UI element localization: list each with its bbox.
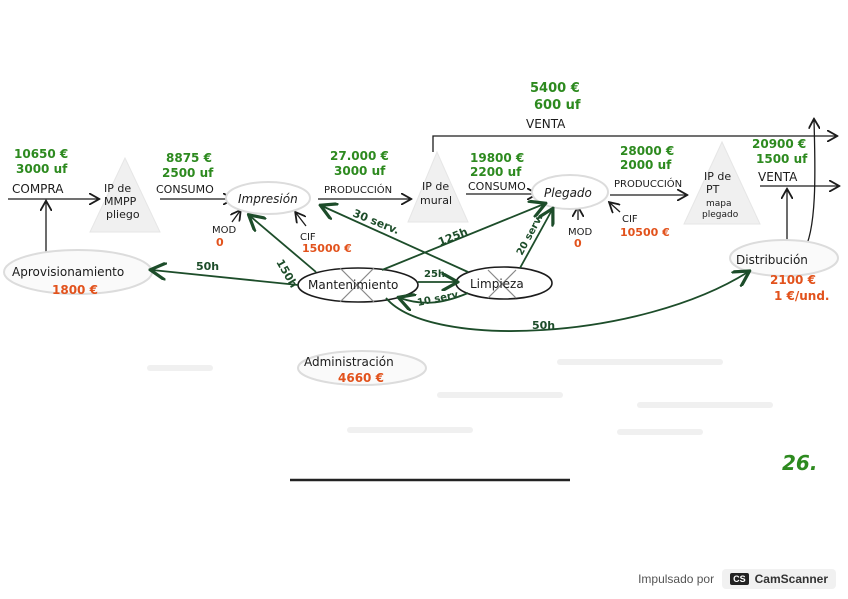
arrow-limp-mant [400,292,469,303]
cross-out-marks [339,267,517,303]
ip-mmpp-line2: MMPP [104,195,137,208]
consumo2-label: CONSUMO [468,180,526,193]
consumo2-amount: 19800 € [470,151,524,165]
venta1-amount: 5400 € [530,81,580,96]
ip-mural-line1: IP de [422,180,449,193]
label-mant-limpieza: 25h [424,269,445,280]
administracion-cost: 4660 € [338,371,384,385]
arrow-limp-impresion [322,206,469,273]
compra-amount: 10650 € [14,147,68,161]
ip-mmpp-line1: IP de [104,182,131,195]
plegado-label: Plegado [544,186,592,200]
produccion1-amount: 27.000 € [330,149,389,163]
distribucion-unit-cost: 1 €/und. [774,289,830,303]
label-limp-mant: 10 serv. [416,289,462,309]
arrow-mant-aprov [152,270,299,286]
camscanner-logo-icon: CS [730,573,749,585]
label-mant-aprov: 50h [196,260,219,273]
ellipse-administracion [297,350,427,386]
cif2-label: CIF [622,214,638,225]
consumo2-qty: 2200 uf [470,165,522,179]
ip-mmpp-line3: pliego [106,208,140,221]
produccion1-label: PRODUCCIÓN [324,183,392,196]
consumo1-qty: 2500 uf [162,166,214,180]
scan-bleed [147,359,773,435]
mantenimiento-label: Mantenimiento [308,278,398,292]
mod1-value: 0 [216,236,224,249]
produccion2-label: PRODUCCIÓN [614,177,682,190]
triangle-ip-mmpp [89,156,161,233]
triangle-ip-mural [407,150,469,223]
compra-qty: 3000 uf [16,162,68,176]
consumo1-label: CONSUMO [156,183,214,196]
impresion-label: Impresión [238,192,298,206]
department-ellipses [3,174,839,386]
mod2-label: MOD [568,227,592,238]
administracion-label: Administración [304,355,394,369]
ip-pt-line4: plegado [702,210,739,220]
ellipse-distribucion [729,239,839,277]
venta2-amount: 20900 € [752,137,806,151]
distribucion-cost: 2100 € [770,273,816,287]
venta2-label: VENTA [758,170,798,184]
cif1-value: 15000 € [302,242,352,255]
consumo1-amount: 8875 € [166,151,212,165]
limpieza-label: Limpieza [470,277,524,291]
aprovisionamiento-label: Aprovisionamiento [12,265,124,279]
ellipse-plegado [531,174,609,210]
ellipse-impresion [225,181,311,215]
ip-pt-line1: IP de [704,170,731,183]
triangle-ip-pt [683,140,761,225]
mod2-value: 0 [574,237,582,250]
venta2-qty: 1500 uf [756,152,808,166]
page-number: 26. [782,451,817,475]
label-mant-ipmural: 125h [436,225,469,249]
venta1-label: VENTA [526,117,566,131]
compra-label: COMPRA [12,182,64,196]
distribucion-label: Distribución [736,253,808,267]
arrow-mant-ipmural [381,204,544,271]
cif1-label: CIF [300,232,316,243]
cif2-value: 10500 € [620,226,670,239]
ip-pt-line3: mapa [706,199,732,209]
arrow-limp-plegado [519,210,552,269]
allocation-arrows [152,204,748,332]
produccion1-qty: 3000 uf [334,164,386,178]
footer-prefix: Impulsado por [638,572,715,586]
arrow-mant-impresion [250,216,317,273]
produccion2-qty: 2000 uf [620,158,672,172]
venta1-qty: 600 uf [534,98,581,113]
inventory-triangles [89,140,761,233]
ip-mural-line2: mural [420,194,452,207]
label-mant-distrib: 50h [532,319,555,332]
ip-pt-line2: PT [706,183,720,196]
footer-brand: CamScanner [754,572,828,586]
arrow-mant-distrib [385,272,748,332]
camscanner-footer: Impulsado por CS CamScanner [638,569,836,589]
camscanner-badge[interactable]: CS CamScanner [722,569,836,589]
mod1-label: MOD [212,225,236,236]
label-mant-impresion: 150h [273,257,300,290]
aprovisionamiento-cost: 1800 € [52,283,98,297]
produccion2-amount: 28000 € [620,144,674,158]
